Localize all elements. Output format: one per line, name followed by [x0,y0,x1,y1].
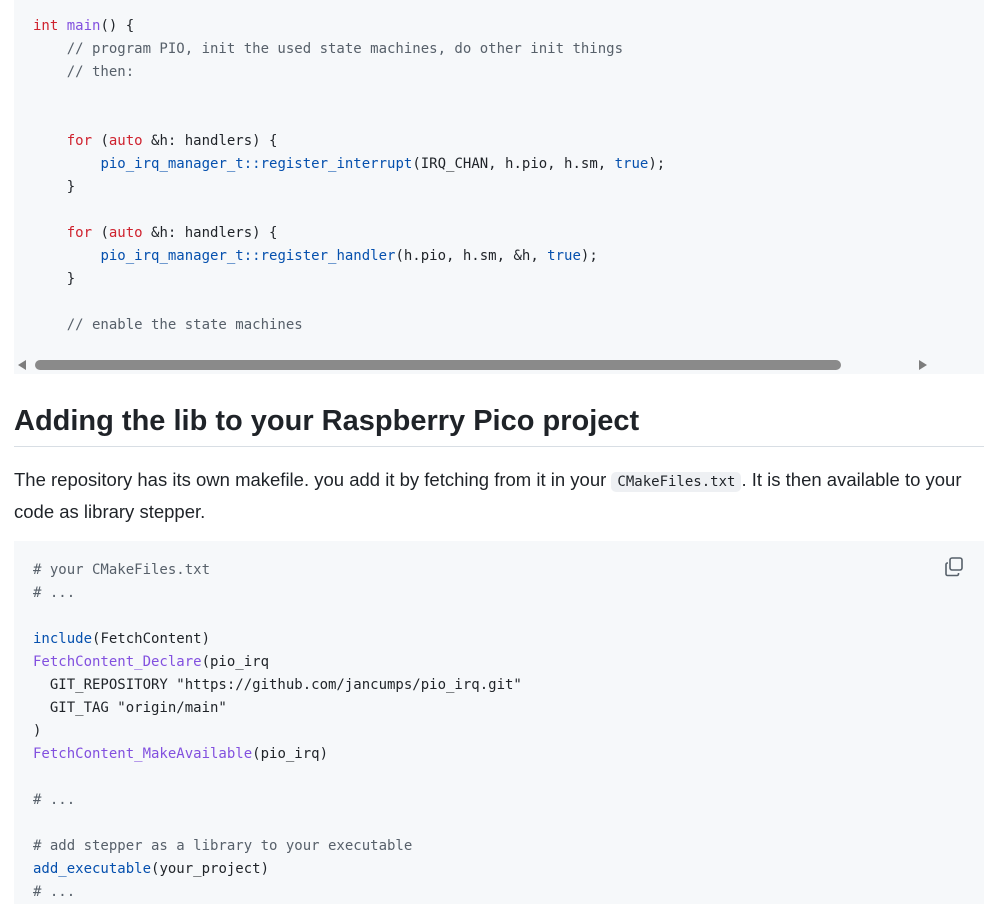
code-token: for [66,133,93,149]
code-line: FetchContent_Declare(pio_irq [33,651,522,674]
code-token: // enable the state machines [33,317,303,333]
horizontal-scrollbar[interactable] [14,356,984,374]
code-token: // then: [33,64,135,80]
code-token: ); [580,248,598,264]
code-token: auto [108,225,143,241]
code-line: # ... [33,789,522,812]
code-token: } [33,271,76,287]
code-line: include(FetchContent) [33,628,522,651]
code-line: add_executable(your_project) [33,858,522,881]
code-token: FetchContent_Declare [33,654,202,670]
code-line: # ... [33,881,522,904]
code-line: } [33,268,665,291]
copy-button[interactable] [943,556,965,578]
code-token [33,156,100,172]
code-line: // program PIO, init the used state mach… [33,38,665,61]
code-token: (your_project) [151,861,270,877]
code-token: auto [108,133,143,149]
code-token: # ... [33,585,76,601]
code-token: (IRQ_CHAN, h.pio, h.sm, [412,156,615,172]
code-block-main: int main() { // program PIO, init the us… [14,0,984,374]
code-token: # ... [33,884,76,900]
code-token: () { [100,18,135,34]
code-token [58,18,66,34]
code-line: ​ [33,291,665,314]
code-token: // program PIO, init the used state mach… [33,41,624,57]
code-token: pio_irq_manager_t::register_handler [100,248,396,264]
code-lines: int main() { // program PIO, init the us… [33,15,665,337]
code-line: ​ [33,84,665,107]
code-token: (pio_irq) [252,746,329,762]
code-token: &h: handlers) { [142,225,278,241]
code-token: # ... [33,792,76,808]
code-line: } [33,176,665,199]
code-line: # add stepper as a library to your execu… [33,835,522,858]
code-token: include [33,631,93,647]
scroll-right-arrow-icon[interactable] [919,360,927,370]
code-token: true [547,248,581,264]
section-paragraph: The repository has its own makefile. you… [14,465,989,526]
code-line: ​ [33,766,522,789]
code-line: # your CMakeFiles.txt [33,559,522,582]
code-token: add_executable [33,861,152,877]
code-line: pio_irq_manager_t::register_interrupt(IR… [33,153,665,176]
code-line: GIT_TAG "origin/main" [33,697,522,720]
code-token: main [66,18,101,34]
code-token: FetchContent_MakeAvailable [33,746,253,762]
code-token: ); [648,156,666,172]
copy-icon[interactable] [943,556,965,578]
inline-code-cmakefiles: CMakeFiles.txt [611,472,742,492]
code-token: ) [33,723,42,739]
code-token: pio_irq_manager_t::register_interrupt [100,156,413,172]
code-token [33,248,100,264]
code-line: // enable the state machines [33,314,665,337]
code-line: for (auto &h: handlers) { [33,130,665,153]
code-line: ​ [33,812,522,835]
code-token: } [33,179,76,195]
code-line: FetchContent_MakeAvailable(pio_irq) [33,743,522,766]
paragraph-text: The repository has its own makefile. you… [14,469,612,490]
code-line: ) [33,720,522,743]
code-token: # add stepper as a library to your execu… [33,838,413,854]
code-token: (FetchContent) [92,631,211,647]
code-block-cmake: # your CMakeFiles.txt# ...​include(Fetch… [14,541,984,904]
code-token: int [33,18,59,34]
code-token: (pio_irq [201,654,270,670]
code-line: ​ [33,107,665,130]
code-token: ( [92,133,109,149]
code-token [33,225,67,241]
code-token: ( [92,225,109,241]
code-token: (h.pio, h.sm, &h, [395,248,548,264]
code-line: ​ [33,605,522,628]
code-token: &h: handlers) { [142,133,278,149]
code-line: # ... [33,582,522,605]
section-heading: Adding the lib to your Raspberry Pico pr… [14,402,984,447]
code-token [33,133,67,149]
code-line: ​ [33,199,665,222]
paragraph-text-end: . It is then available to your code as l… [14,469,962,522]
code-token: true [614,156,649,172]
code-token: GIT_REPOSITORY "https://github.com/jancu… [33,677,522,693]
code-token: GIT_TAG "origin/main" [33,700,227,716]
code-line: // then: [33,61,665,84]
code-lines: # your CMakeFiles.txt# ...​include(Fetch… [33,559,522,904]
code-token: for [66,225,93,241]
code-line: int main() { [33,15,665,38]
code-line: GIT_REPOSITORY "https://github.com/jancu… [33,674,522,697]
scrollbar-thumb[interactable] [35,360,841,370]
code-token: # your CMakeFiles.txt [33,562,211,578]
code-line: for (auto &h: handlers) { [33,222,665,245]
scroll-left-arrow-icon[interactable] [18,360,26,370]
code-line: pio_irq_manager_t::register_handler(h.pi… [33,245,665,268]
